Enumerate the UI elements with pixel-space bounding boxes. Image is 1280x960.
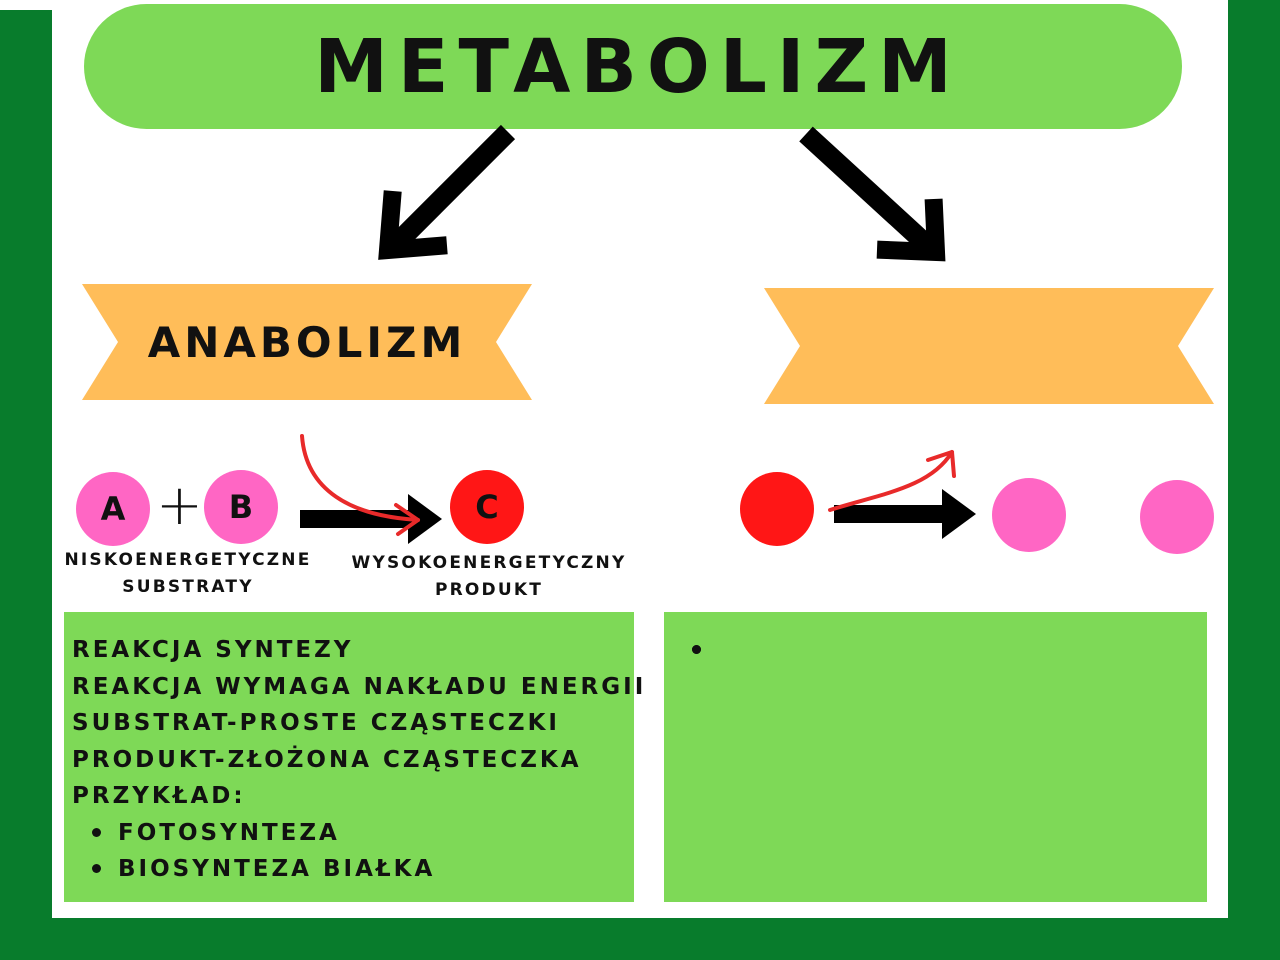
anabolism-reaction-arrow [300, 494, 442, 544]
anabolism-banner: ANABOLIZM [82, 284, 532, 400]
list-item: BIOSYNTEZA BIAŁKA [90, 851, 634, 888]
frame-left-border [0, 0, 52, 960]
caption-line: NISKOENERGETYCZNE [64, 550, 312, 570]
bullet-icon [692, 645, 701, 654]
example-text: FOTOSYNTEZA [118, 819, 340, 846]
frame-corner-gap [0, 0, 52, 10]
energy-input-curve-head [394, 503, 420, 536]
diagram-title: METABOLIZM [314, 23, 962, 110]
katabolism-info-box [664, 612, 1207, 902]
energy-input-curve [300, 434, 420, 522]
frame-right-border [1228, 0, 1280, 960]
anabolism-line-1: REAKCJA SYNTEZY [72, 637, 354, 663]
caption-line: SUBSTRATY [122, 577, 254, 597]
anabolism-info-box: REAKCJA SYNTEZY REAKCJA WYMAGA NAKŁADU E… [64, 612, 647, 902]
katabolism-product-b [1140, 480, 1214, 554]
katabolism-banner [764, 288, 1214, 404]
katabolism-substrate-c [740, 472, 814, 546]
anabolism-substrates-caption: NISKOENERGETYCZNE SUBSTRATY [60, 547, 316, 601]
list-item: FOTOSYNTEZA [90, 815, 634, 852]
anabolism-line-4: PRODUKT-ZŁOŻONA CZĄSTECZKA [72, 746, 582, 773]
bullet-icon [92, 864, 101, 873]
anabolism-line-2: REAKCJA WYMAGA NAKŁADU ENERGII [72, 673, 647, 700]
anabolism-plus-sign: + [156, 473, 203, 538]
anabolism-line-3: SUBSTRAT-PROSTE CZĄSTECZKI [72, 710, 560, 736]
anabolism-line-5: PRZYKŁAD: [72, 783, 246, 809]
katabolism-reaction-arrow [834, 489, 976, 539]
anabolism-product-c: C [450, 470, 524, 544]
anabolism-substrate-a: A [76, 472, 150, 546]
anabolism-label: ANABOLIZM [147, 317, 467, 367]
arrow-to-anabolism [378, 124, 516, 260]
title-pill: METABOLIZM [84, 4, 1182, 129]
katabolism-product-a [992, 478, 1066, 552]
caption-line: PRODUKT [434, 580, 544, 600]
arrow-to-katabolism [799, 126, 946, 262]
anabolism-product-caption: WYSOKOENERGETYCZNY PRODUKT [346, 550, 632, 604]
bullet-icon [92, 827, 101, 837]
katabolism-label [764, 288, 1214, 404]
energy-output-curve [828, 450, 954, 512]
caption-line: WYSOKOENERGETYCZNY [351, 553, 627, 573]
energy-output-curve-head [926, 450, 956, 478]
example-text: BIOSYNTEZA BIAŁKA [118, 856, 436, 882]
anabolism-examples-list: FOTOSYNTEZA BIOSYNTEZA BIAŁKA [90, 815, 634, 888]
anabolism-substrate-b: B [204, 470, 278, 544]
frame-bottom-border [0, 918, 1280, 960]
